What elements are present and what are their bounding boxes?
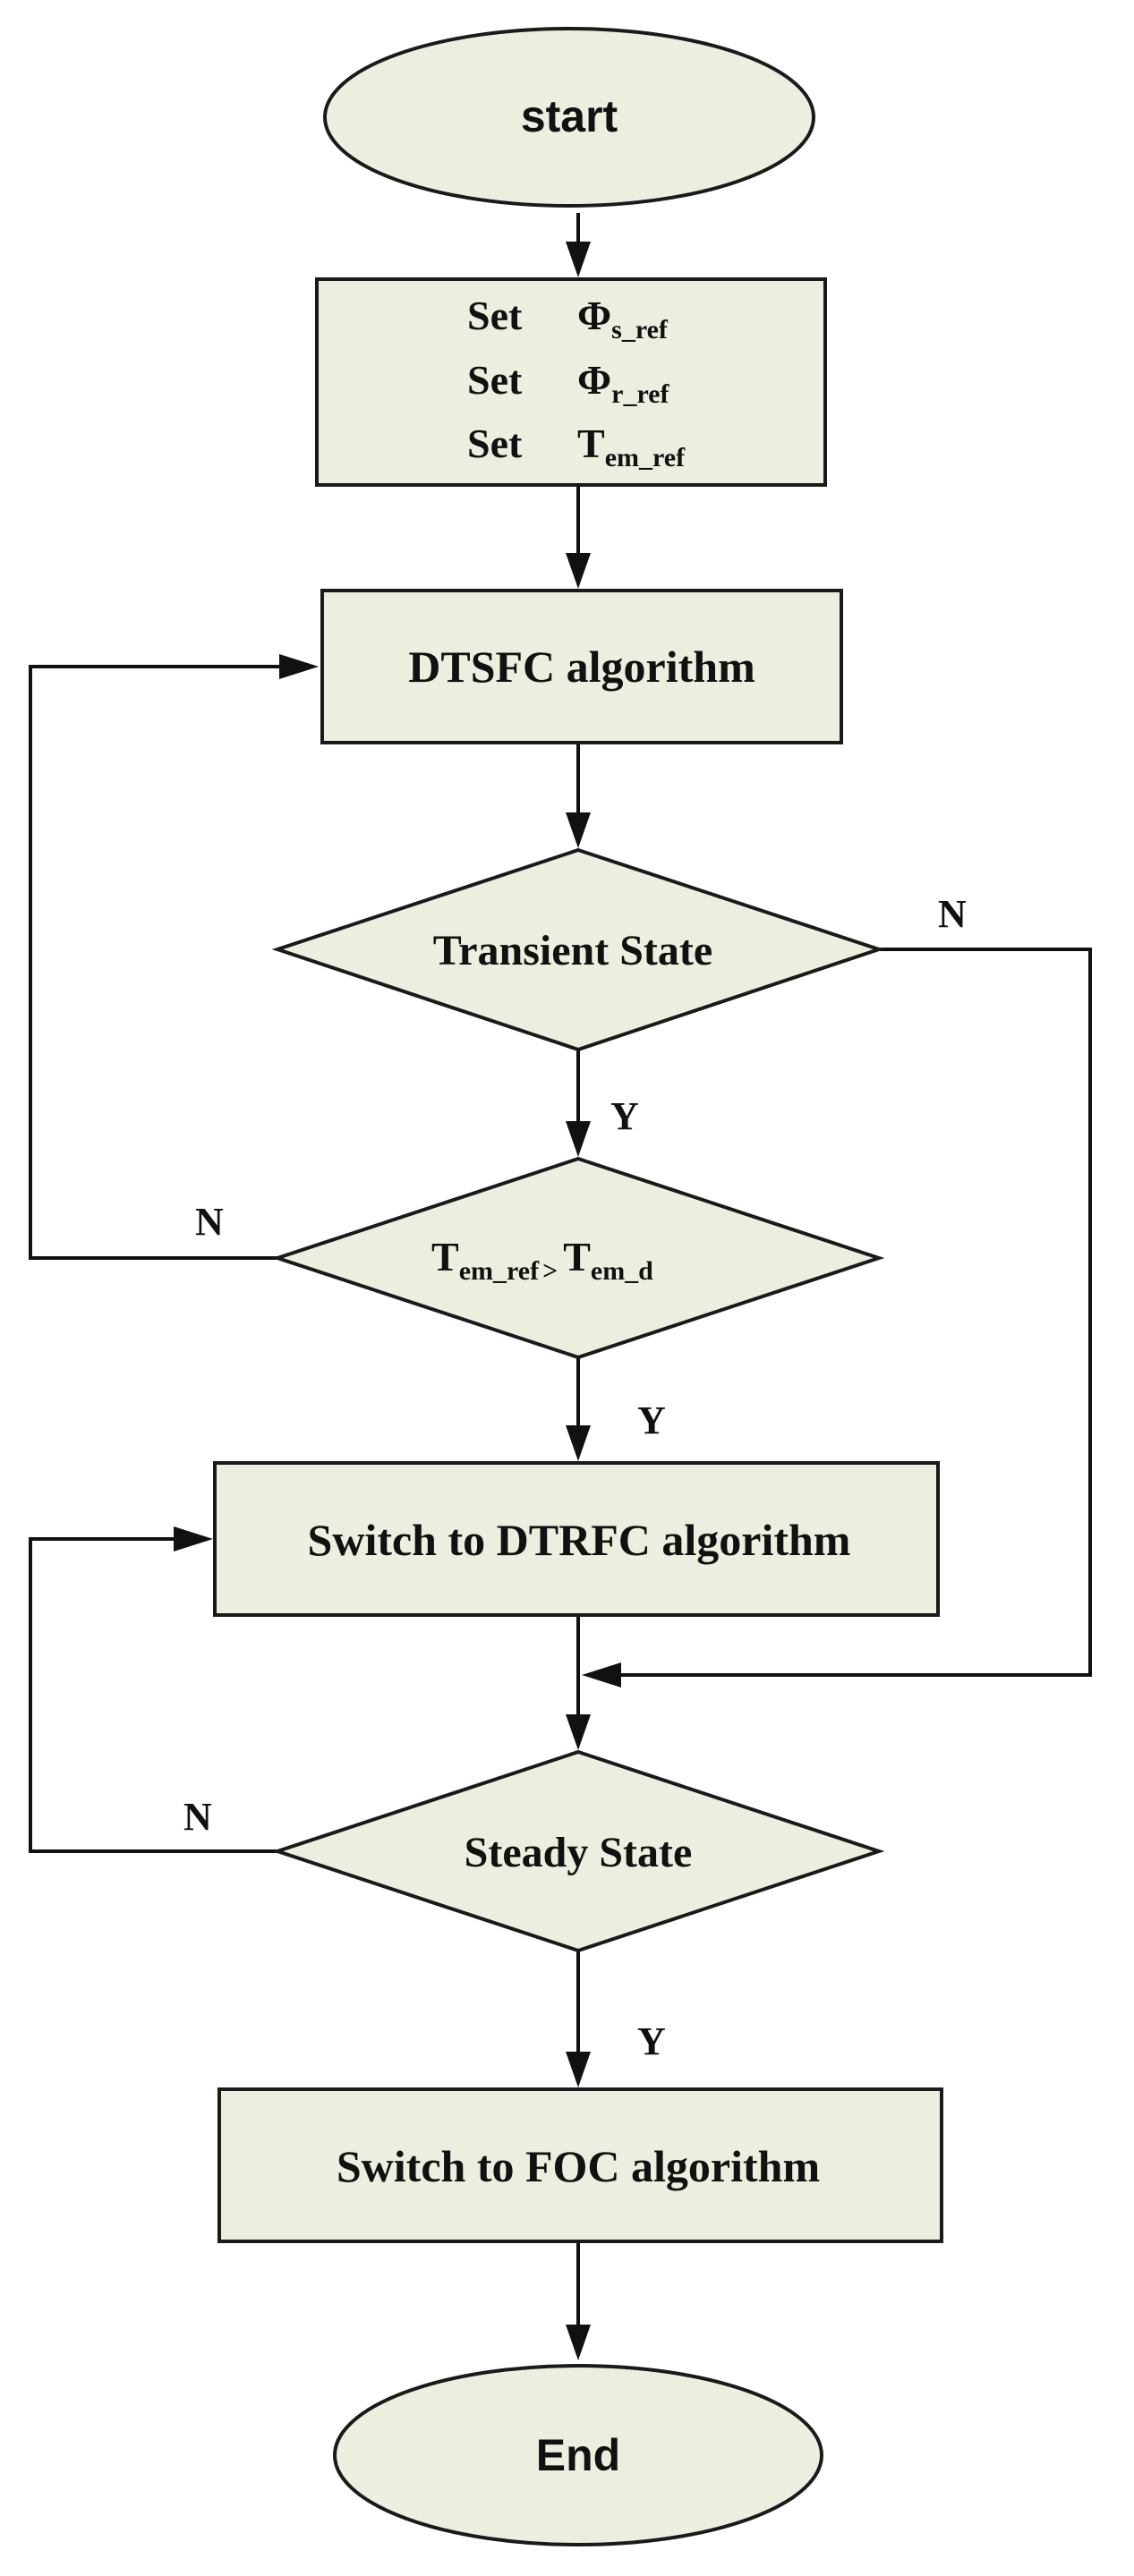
arrowhead bbox=[566, 553, 591, 589]
arrowhead bbox=[566, 1425, 591, 1461]
end-label: End bbox=[536, 2430, 620, 2480]
foc-box: Switch to FOC algorithm bbox=[217, 2087, 943, 2243]
steady-no-label: N bbox=[183, 1795, 212, 1839]
transient-state-decision: Transient State bbox=[271, 847, 885, 1052]
arrowhead bbox=[279, 654, 319, 679]
arrowhead bbox=[566, 1121, 591, 1157]
arrowhead bbox=[174, 1526, 213, 1552]
arrowhead bbox=[566, 1714, 591, 1750]
compare-no-label: N bbox=[195, 1200, 224, 1244]
arrowhead bbox=[566, 2052, 591, 2087]
arrowhead bbox=[566, 2325, 591, 2360]
dtrfc-box: Switch to DTRFC algorithm bbox=[213, 1461, 940, 1617]
steady-yes-label: Y bbox=[637, 2019, 666, 2063]
torque-compare-label: Tem_ref>Tem_d bbox=[431, 1234, 653, 1286]
arrowhead bbox=[566, 242, 591, 277]
end-node: End bbox=[333, 2364, 823, 2546]
dtrfc-label: Switch to DTRFC algorithm bbox=[308, 1515, 851, 1565]
transient-no-label: N bbox=[938, 892, 967, 936]
steady-state-label: Steady State bbox=[465, 1829, 693, 1876]
edge-labels: N Y N Y N Y bbox=[183, 892, 967, 2063]
edge-transient-no-bypass bbox=[618, 948, 1092, 1677]
edge-compare-no-loop bbox=[29, 665, 286, 1260]
compare-yes-label: Y bbox=[637, 1399, 666, 1442]
foc-label: Switch to FOC algorithm bbox=[337, 2141, 820, 2191]
edge-steady-no-loop bbox=[29, 1537, 277, 1853]
dtsfc-label: DTSFC algorithm bbox=[408, 642, 755, 692]
arrowhead bbox=[566, 812, 591, 848]
torque-compare-decision: Tem_ref>Tem_d bbox=[271, 1156, 885, 1360]
transient-state-label: Transient State bbox=[433, 927, 712, 974]
steady-state-decision: Steady State bbox=[271, 1749, 885, 1953]
transient-yes-label: Y bbox=[610, 1094, 639, 1138]
connectors bbox=[29, 213, 1092, 2360]
start-label: start bbox=[521, 91, 618, 141]
dtsfc-box: DTSFC algorithm bbox=[320, 589, 843, 744]
arrowhead bbox=[582, 1662, 621, 1688]
start-node: start bbox=[323, 27, 815, 208]
